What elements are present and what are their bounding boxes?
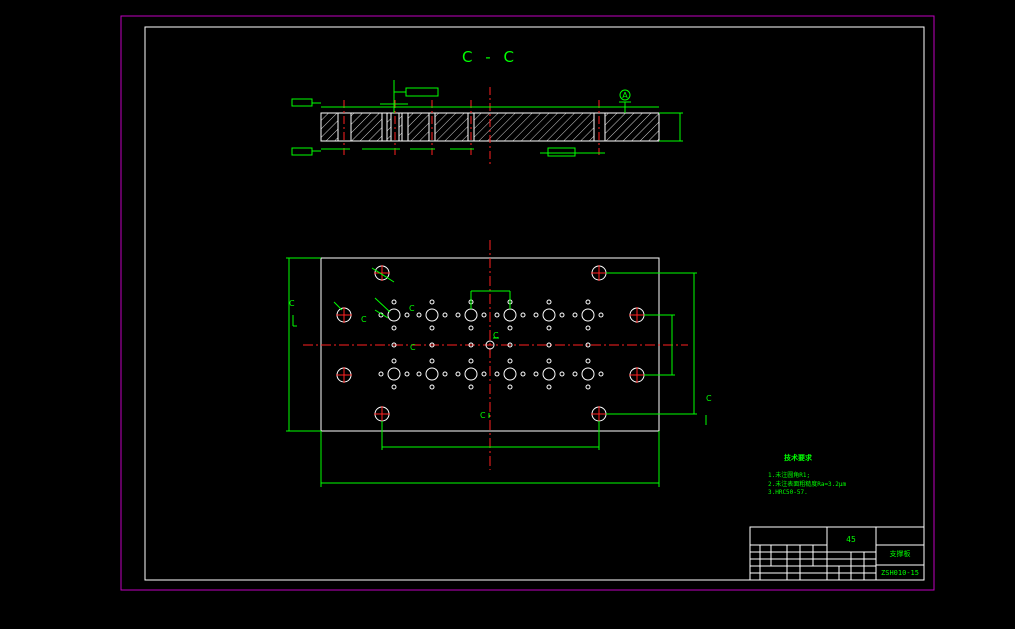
inner-frame xyxy=(144,26,925,581)
plan-view: C C C C C C C xyxy=(286,240,712,487)
section-view: A xyxy=(291,80,683,165)
outer-frame xyxy=(120,15,935,591)
section-marker-b: C xyxy=(361,315,367,324)
section-marker-right: C xyxy=(706,394,712,403)
tech-requirement-2: 2.未注表面粗糙度Ra=3.2μm xyxy=(768,480,847,488)
drawing-number: ZSH010-15 xyxy=(881,569,919,577)
material-label: 45 xyxy=(846,535,856,544)
tech-requirements: 技术要求 1.未注圆角R1; 2.未注表面粗糙度Ra=3.2μm 3.HRC50… xyxy=(768,453,847,496)
section-marker-left: C xyxy=(289,299,295,308)
section-marker-center: C xyxy=(493,331,499,340)
tech-requirements-title: 技术要求 xyxy=(784,453,813,462)
section-title: C - C xyxy=(462,48,518,66)
part-name: 支撑板 xyxy=(890,549,911,558)
datum-label: A xyxy=(622,91,628,100)
tech-requirement-3: 3.HRC50-57. xyxy=(768,489,808,496)
section-marker-a: C xyxy=(409,304,415,313)
title-block: 45 支撑板 ZSH010-15 xyxy=(749,526,925,581)
section-marker-c: C xyxy=(410,343,416,352)
tech-requirement-1: 1.未注圆角R1; xyxy=(768,471,810,479)
section-marker-bottom: C xyxy=(480,411,486,420)
